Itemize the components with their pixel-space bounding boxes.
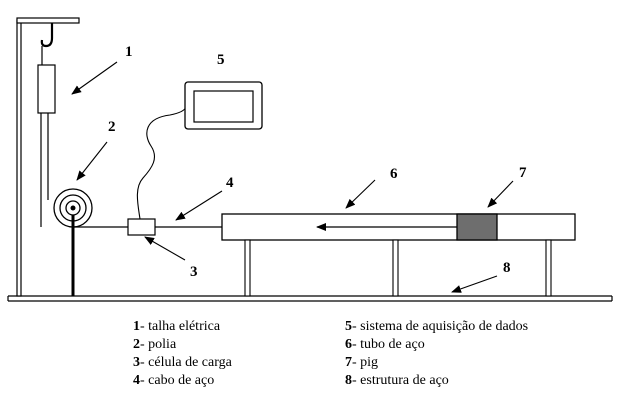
legend-item: 1- talha elétrica [133, 319, 221, 334]
data-acquisition-monitor [184, 81, 263, 130]
legend-item: 6- tubo de aço [345, 337, 425, 352]
pig [456, 213, 498, 241]
hook-icon [40, 23, 54, 48]
callout-1: 1 [125, 44, 133, 60]
leader-arrow-3 [144, 236, 186, 261]
leader-arrow-8 [451, 275, 498, 293]
leader-arrows [71, 61, 514, 293]
hoist-cable [40, 113, 49, 227]
callout-8: 8 [503, 260, 511, 276]
callout-4: 4 [226, 175, 234, 191]
load-cell [127, 218, 156, 236]
legend-item: 2- polia [133, 337, 177, 352]
signal-cable [136, 106, 187, 220]
leader-arrow-6 [345, 179, 376, 209]
legend-item: 4- cabo de aço [133, 373, 215, 388]
electric-hoist [37, 46, 56, 114]
callout-5: 5 [217, 52, 225, 68]
pulley [53, 188, 93, 296]
legend-item: 3- célula de carga [133, 355, 232, 370]
legend-left: 1- talha elétrica 2- polia 3- célula de … [133, 318, 232, 390]
callout-2: 2 [108, 119, 116, 135]
callout-3: 3 [190, 264, 198, 280]
steel-structure-legs [244, 239, 552, 297]
leader-arrow-7 [487, 180, 514, 208]
support-frame [16, 17, 80, 297]
legend-item: 8- estrutura de aço [345, 373, 449, 388]
legend-right: 5- sistema de aquisição de dados 6- tubo… [345, 318, 528, 390]
callout-7: 7 [519, 165, 527, 181]
legend-item: 7- pig [345, 355, 379, 370]
floor-base [7, 295, 613, 302]
callout-6: 6 [390, 166, 398, 182]
leader-arrow-2 [76, 141, 108, 181]
leader-arrow-4 [175, 190, 223, 221]
legend-item: 5- sistema de aquisição de dados [345, 319, 529, 334]
leader-arrow-1 [71, 61, 118, 95]
